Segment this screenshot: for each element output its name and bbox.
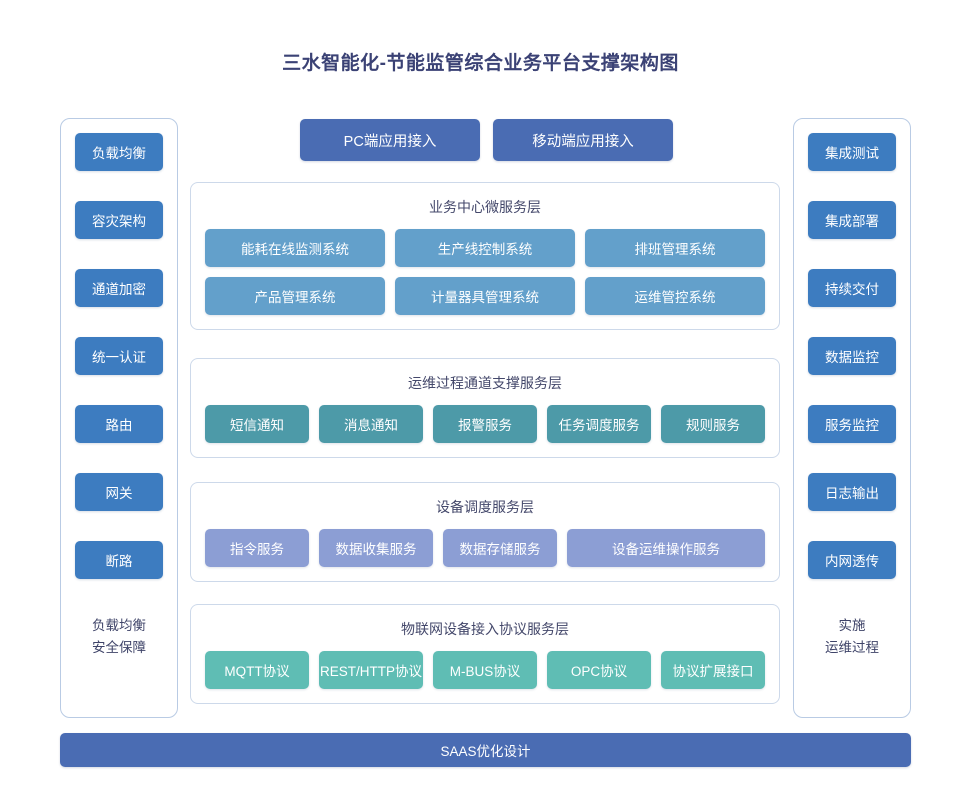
node-production-line-control-system[interactable]: 生产线控制系统: [395, 229, 575, 267]
node-protocol-extension-interface[interactable]: 协议扩展接口: [661, 651, 765, 689]
application-access-row: PC端应用接入 移动端应用接入: [300, 119, 673, 161]
layer-channel-title: 运维过程通道支撑服务层: [408, 375, 562, 391]
node-data-storage-service[interactable]: 数据存储服务: [443, 529, 557, 567]
left-column-footer: 负载均衡 安全保障: [92, 615, 146, 659]
left-item-circuit-breaker[interactable]: 断路: [75, 541, 163, 579]
page-title: 三水智能化-节能监管综合业务平台支撑架构图: [282, 53, 679, 74]
node-message-notification[interactable]: 消息通知: [319, 405, 423, 443]
right-item-log-output[interactable]: 日志输出: [808, 473, 896, 511]
node-device-ops-operation-service[interactable]: 设备运维操作服务: [567, 529, 765, 567]
node-energy-monitoring-system[interactable]: 能耗在线监测系统: [205, 229, 385, 267]
layer-business-title: 业务中心微服务层: [429, 199, 541, 215]
left-item-channel-encryption[interactable]: 通道加密: [75, 269, 163, 307]
left-item-routing[interactable]: 路由: [75, 405, 163, 443]
node-sms-notification[interactable]: 短信通知: [205, 405, 309, 443]
node-rule-service[interactable]: 规则服务: [661, 405, 765, 443]
node-data-collection-service[interactable]: 数据收集服务: [319, 529, 433, 567]
layer-business-row-1: 能耗在线监测系统 生产线控制系统 排班管理系统: [205, 229, 765, 267]
access-mobile-button[interactable]: 移动端应用接入: [493, 119, 673, 161]
node-metering-device-management-system[interactable]: 计量器具管理系统: [395, 277, 575, 315]
node-rest-http-protocol[interactable]: REST/HTTP协议: [319, 651, 423, 689]
right-item-data-monitoring[interactable]: 数据监控: [808, 337, 896, 375]
node-command-service[interactable]: 指令服务: [205, 529, 309, 567]
layer-ops-channel-support: 运维过程通道支撑服务层 短信通知 消息通知 报警服务 任务调度服务 规则服务: [190, 358, 780, 458]
node-ops-control-system[interactable]: 运维管控系统: [585, 277, 765, 315]
left-footer-line2: 安全保障: [92, 640, 146, 655]
layer-iot-protocol-access: 物联网设备接入协议服务层 MQTT协议 REST/HTTP协议 M-BUS协议 …: [190, 604, 780, 704]
access-pc-button[interactable]: PC端应用接入: [300, 119, 480, 161]
left-item-disaster-recovery[interactable]: 容灾架构: [75, 201, 163, 239]
layer-iot-title: 物联网设备接入协议服务层: [401, 621, 569, 637]
node-opc-protocol[interactable]: OPC协议: [547, 651, 651, 689]
node-product-management-system[interactable]: 产品管理系统: [205, 277, 385, 315]
node-mqtt-protocol[interactable]: MQTT协议: [205, 651, 309, 689]
layer-device-scheduling: 设备调度服务层 指令服务 数据收集服务 数据存储服务 设备运维操作服务: [190, 482, 780, 582]
layer-channel-row-1: 短信通知 消息通知 报警服务 任务调度服务 规则服务: [205, 405, 765, 443]
right-capability-column: 集成测试 集成部署 持续交付 数据监控 服务监控 日志输出 内网透传 实施 运维…: [793, 118, 911, 718]
right-footer-line1: 实施: [838, 618, 866, 633]
node-mbus-protocol[interactable]: M-BUS协议: [433, 651, 537, 689]
right-item-service-monitoring[interactable]: 服务监控: [808, 405, 896, 443]
left-item-unified-auth[interactable]: 统一认证: [75, 337, 163, 375]
layer-device-title: 设备调度服务层: [436, 499, 534, 515]
layer-business-microservices: 业务中心微服务层 能耗在线监测系统 生产线控制系统 排班管理系统 产品管理系统 …: [190, 182, 780, 330]
left-item-gateway[interactable]: 网关: [75, 473, 163, 511]
right-item-integration-deploy[interactable]: 集成部署: [808, 201, 896, 239]
left-item-load-balance[interactable]: 负载均衡: [75, 133, 163, 171]
node-task-scheduling-service[interactable]: 任务调度服务: [547, 405, 651, 443]
layer-iot-row-1: MQTT协议 REST/HTTP协议 M-BUS协议 OPC协议 协议扩展接口: [205, 651, 765, 689]
right-item-intranet-tunnel[interactable]: 内网透传: [808, 541, 896, 579]
right-column-footer: 实施 运维过程: [825, 615, 879, 659]
node-alarm-service[interactable]: 报警服务: [433, 405, 537, 443]
node-shift-management-system[interactable]: 排班管理系统: [585, 229, 765, 267]
right-item-continuous-delivery[interactable]: 持续交付: [808, 269, 896, 307]
left-footer-line1: 负载均衡: [92, 618, 146, 633]
right-footer-line2: 运维过程: [825, 640, 879, 655]
saas-optimization-bar[interactable]: SAAS优化设计: [60, 733, 911, 767]
right-item-integration-test[interactable]: 集成测试: [808, 133, 896, 171]
left-capability-column: 负载均衡 容灾架构 通道加密 统一认证 路由 网关 断路 负载均衡 安全保障: [60, 118, 178, 718]
layer-device-row-1: 指令服务 数据收集服务 数据存储服务 设备运维操作服务: [205, 529, 765, 567]
layer-business-row-2: 产品管理系统 计量器具管理系统 运维管控系统: [205, 277, 765, 315]
